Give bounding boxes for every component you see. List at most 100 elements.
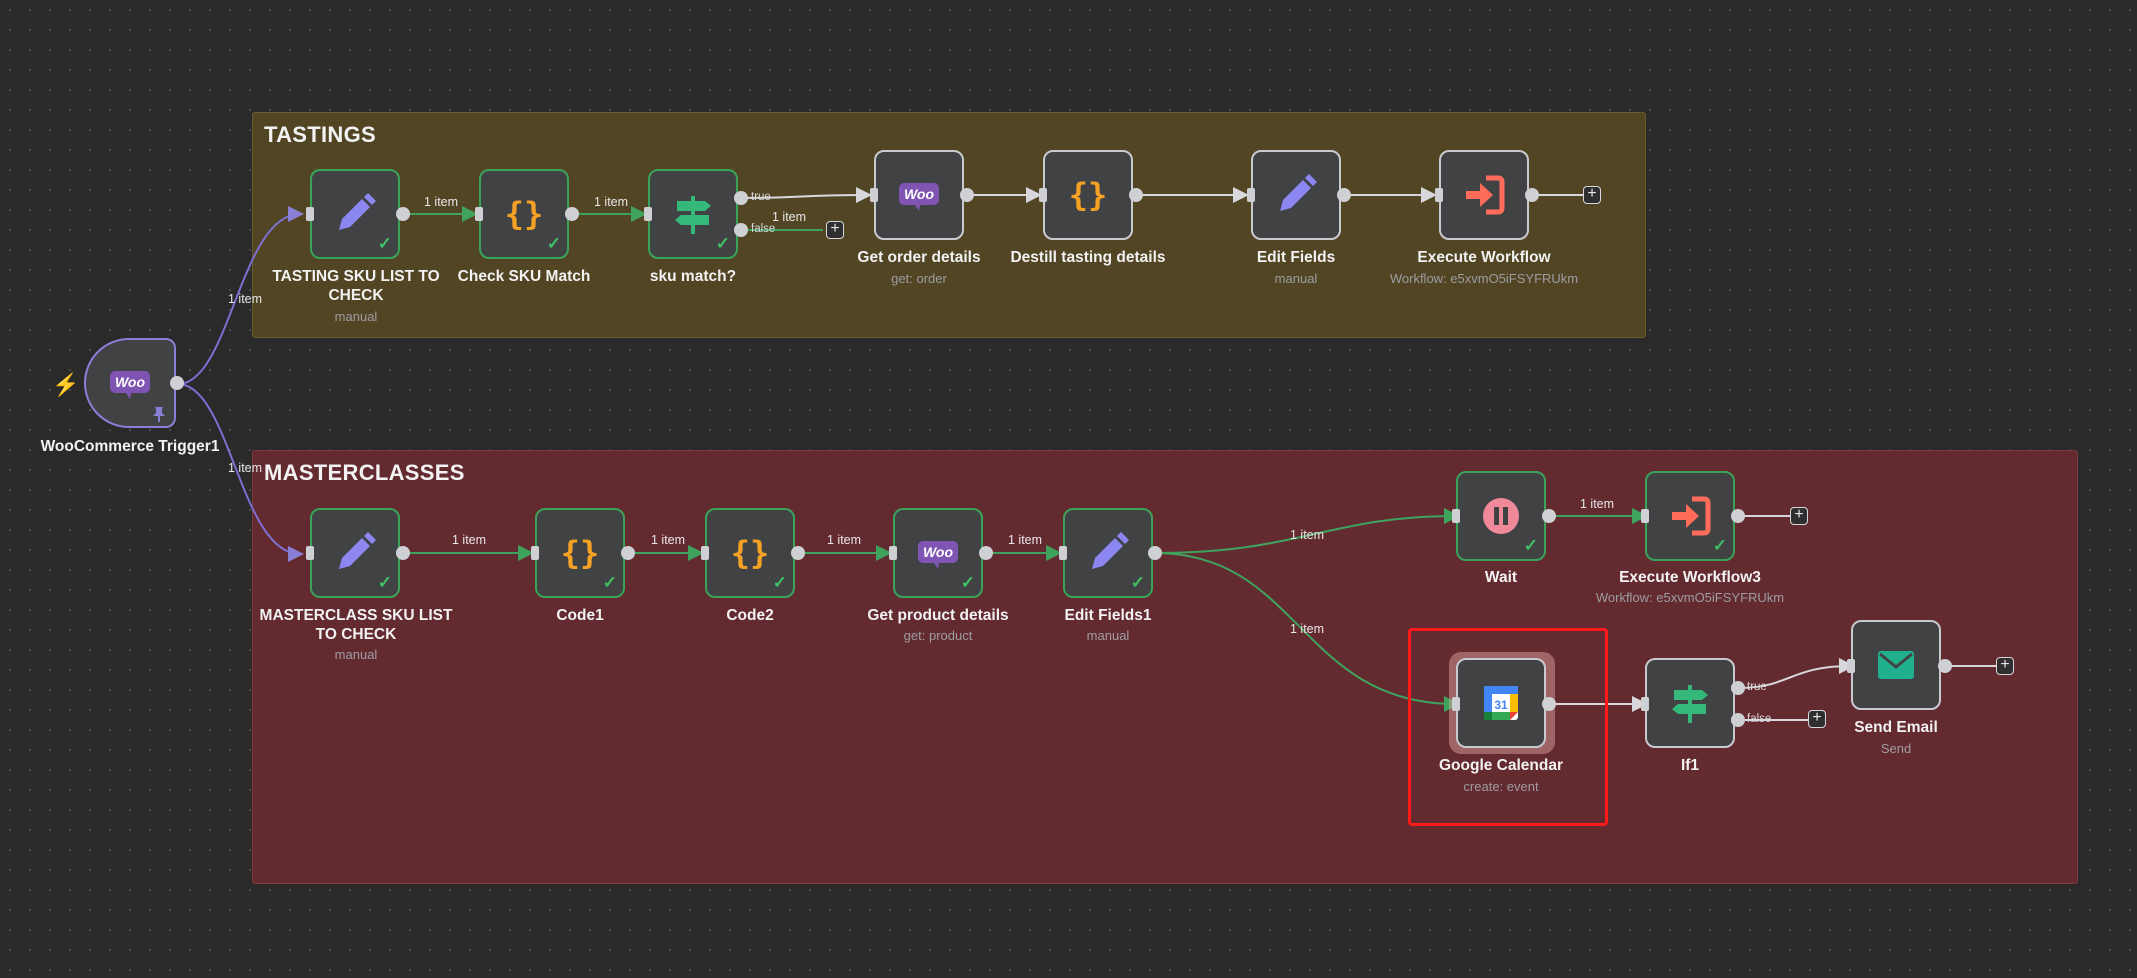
node-get-order-details[interactable]: Woo bbox=[874, 150, 964, 240]
svg-text:Woo: Woo bbox=[904, 186, 935, 202]
wire-label: 1 item bbox=[651, 533, 686, 547]
output-port-true[interactable] bbox=[734, 191, 748, 205]
output-port-false[interactable] bbox=[734, 223, 748, 237]
output-port[interactable] bbox=[979, 546, 993, 560]
output-port[interactable] bbox=[1129, 188, 1143, 202]
add-node-button[interactable]: + bbox=[1790, 507, 1808, 525]
node-send-email[interactable] bbox=[1851, 620, 1941, 710]
node-google-calendar[interactable]: 31 bbox=[1456, 658, 1546, 748]
pencil-icon bbox=[1092, 532, 1129, 569]
add-node-button[interactable]: + bbox=[1808, 710, 1826, 728]
node-execute-workflow3[interactable]: ✓ bbox=[1645, 471, 1735, 561]
pin-icon[interactable] bbox=[152, 406, 166, 422]
code-braces-icon: {} bbox=[505, 195, 544, 233]
output-port[interactable] bbox=[396, 207, 410, 221]
input-port[interactable] bbox=[1641, 697, 1649, 711]
node-tasting-sku-list[interactable]: ✓ bbox=[310, 169, 400, 259]
output-port[interactable] bbox=[791, 546, 805, 560]
woocommerce-icon: Woo bbox=[110, 371, 150, 399]
output-port[interactable] bbox=[170, 376, 184, 390]
node-label: WooCommerce Trigger1 bbox=[40, 438, 220, 455]
input-port[interactable] bbox=[644, 207, 652, 221]
input-port[interactable] bbox=[306, 207, 314, 221]
node-check-sku-match[interactable]: {} ✓ bbox=[479, 169, 569, 259]
svg-text:Woo: Woo bbox=[115, 374, 146, 390]
input-port[interactable] bbox=[1247, 188, 1255, 202]
wire-label: 1 item bbox=[1290, 528, 1325, 542]
svg-text:{}: {} bbox=[561, 534, 600, 572]
node-code1[interactable]: {} ✓ bbox=[535, 508, 625, 598]
input-port[interactable] bbox=[1039, 188, 1047, 202]
pencil-icon bbox=[1280, 174, 1317, 211]
output-port[interactable] bbox=[1337, 188, 1351, 202]
node-wait[interactable]: ✓ bbox=[1456, 471, 1546, 561]
node-subtitle: create: event bbox=[1463, 779, 1539, 794]
success-check-icon: ✓ bbox=[960, 573, 975, 592]
input-port[interactable] bbox=[531, 546, 539, 560]
node-if1[interactable] bbox=[1645, 658, 1735, 748]
output-port[interactable] bbox=[1542, 509, 1556, 523]
node-destill-tasting-details[interactable]: {} bbox=[1043, 150, 1133, 240]
node-label: Send Email bbox=[1854, 719, 1938, 736]
node-subtitle: manual bbox=[1274, 271, 1318, 286]
input-port[interactable] bbox=[889, 546, 897, 560]
node-subtitle: manual bbox=[334, 647, 378, 662]
wire-label: 1 item bbox=[1290, 622, 1325, 636]
wire-label: 1 item bbox=[1580, 497, 1615, 511]
code-braces-icon: {} bbox=[1069, 176, 1108, 214]
node-get-product-details[interactable]: Woo ✓ bbox=[893, 508, 983, 598]
success-check-icon: ✓ bbox=[772, 573, 787, 592]
output-port[interactable] bbox=[396, 546, 410, 560]
node-label: Get order details bbox=[857, 249, 981, 266]
input-port[interactable] bbox=[1847, 659, 1855, 673]
trigger-bolt-icon: ⚡ bbox=[52, 372, 80, 397]
node-masterclass-sku-list[interactable]: ✓ bbox=[310, 508, 400, 598]
node-label: Edit Fields1 bbox=[1064, 607, 1152, 624]
success-check-icon: ✓ bbox=[1523, 536, 1538, 555]
email-icon bbox=[1878, 651, 1914, 679]
node-execute-workflow[interactable] bbox=[1439, 150, 1529, 240]
output-port[interactable] bbox=[960, 188, 974, 202]
add-node-button[interactable]: + bbox=[1996, 657, 2014, 675]
output-port-true[interactable] bbox=[1731, 681, 1745, 695]
output-port[interactable] bbox=[1148, 546, 1162, 560]
input-port[interactable] bbox=[1452, 697, 1460, 711]
output-port[interactable] bbox=[1731, 509, 1745, 523]
add-node-button[interactable]: + bbox=[1583, 186, 1601, 204]
add-node-button[interactable]: + bbox=[826, 221, 844, 239]
input-port[interactable] bbox=[1059, 546, 1067, 560]
branch-false-label: false bbox=[1747, 713, 1772, 725]
node-subtitle: manual bbox=[334, 309, 378, 324]
input-port[interactable] bbox=[1452, 509, 1460, 523]
input-port[interactable] bbox=[701, 546, 709, 560]
node-sku-match-if[interactable]: ✓ bbox=[648, 169, 738, 259]
success-check-icon: ✓ bbox=[715, 234, 730, 253]
node-code2[interactable]: {} ✓ bbox=[705, 508, 795, 598]
output-port[interactable] bbox=[621, 546, 635, 560]
node-woocommerce-trigger[interactable]: Woo bbox=[84, 338, 176, 428]
node-edit-fields1[interactable]: ✓ bbox=[1063, 508, 1153, 598]
svg-text:{}: {} bbox=[731, 534, 770, 572]
output-port[interactable] bbox=[565, 207, 579, 221]
input-port[interactable] bbox=[306, 546, 314, 560]
output-port-false[interactable] bbox=[1731, 713, 1745, 727]
input-port[interactable] bbox=[475, 207, 483, 221]
output-port[interactable] bbox=[1525, 188, 1539, 202]
wire-label: 1 item bbox=[1008, 533, 1043, 547]
output-port[interactable] bbox=[1542, 697, 1556, 711]
input-port[interactable] bbox=[870, 188, 878, 202]
code-braces-icon: {} bbox=[561, 534, 600, 572]
wire-label: 1 item bbox=[827, 533, 862, 547]
input-port[interactable] bbox=[1435, 188, 1443, 202]
node-subtitle: Send bbox=[1880, 741, 1912, 756]
wire-label: 1 item bbox=[424, 195, 459, 209]
node-edit-fields[interactable] bbox=[1251, 150, 1341, 240]
input-port[interactable] bbox=[1641, 509, 1649, 523]
branch-false-label: false bbox=[751, 223, 776, 235]
code-braces-icon: {} bbox=[731, 534, 770, 572]
node-label: If1 bbox=[1680, 757, 1700, 774]
output-port[interactable] bbox=[1938, 659, 1952, 673]
wire-label: 1 item bbox=[772, 210, 807, 224]
execute-workflow-icon bbox=[1672, 496, 1711, 536]
